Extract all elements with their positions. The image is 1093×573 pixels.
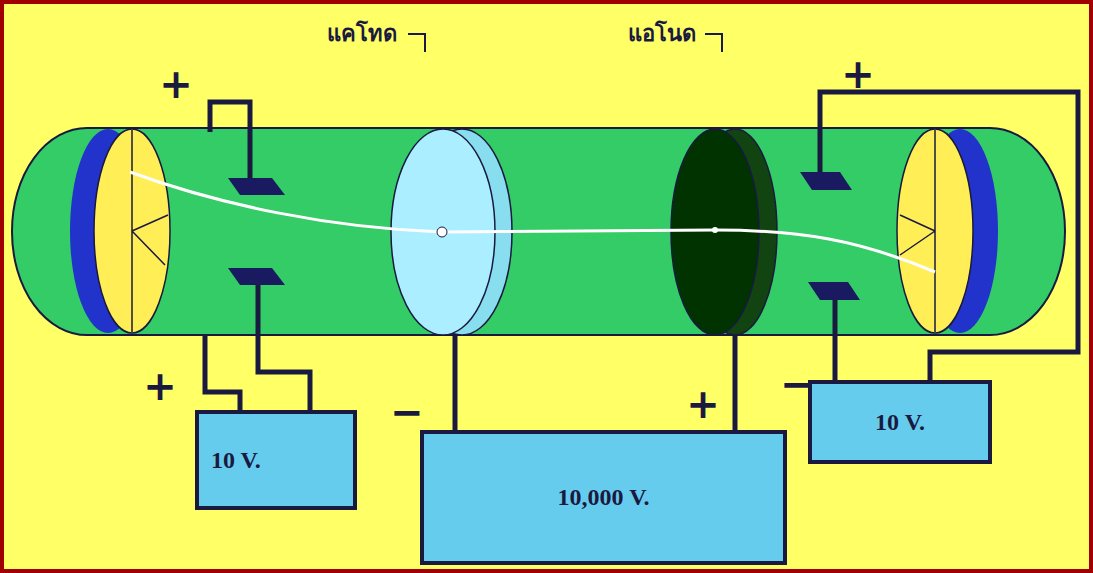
- polarity-sign: +: [841, 54, 875, 94]
- leader-line: [705, 34, 722, 52]
- voltage-label: 10,000 V.: [558, 484, 650, 511]
- cathode-hole: [437, 227, 447, 237]
- wire: [833, 300, 838, 382]
- polarity-sign: −: [390, 392, 424, 432]
- power-supply-box: 10 V.: [808, 380, 992, 464]
- glass-tube: [12, 128, 1065, 335]
- electrode-name: แคโทด: [327, 23, 397, 45]
- power-supply-box: 10,000 V.: [420, 430, 787, 565]
- wire: [258, 285, 310, 412]
- anode-hole: [712, 227, 718, 233]
- electrode-name: แอโนด: [628, 23, 696, 45]
- deflection-plate: [800, 172, 852, 190]
- left-screen: [94, 129, 170, 333]
- wire: [820, 92, 1078, 382]
- power-supply-box: 10 V.: [195, 410, 357, 510]
- wire: [453, 335, 458, 432]
- screen-lines: [132, 130, 168, 332]
- leader-line: [408, 34, 425, 52]
- polarity-sign: +: [686, 384, 720, 424]
- electron-beam: [130, 172, 935, 272]
- deflection-plate: [228, 178, 285, 195]
- polarity-sign: +: [143, 366, 177, 406]
- screen-lines: [900, 130, 935, 332]
- wire: [205, 335, 240, 412]
- voltage-label: 10 V.: [875, 409, 925, 436]
- wire: [733, 335, 738, 432]
- polarity-sign: −: [780, 364, 814, 404]
- deflection-plate: [808, 282, 860, 300]
- wire: [210, 102, 250, 178]
- voltage-label: 10 V.: [211, 447, 261, 474]
- background: [4, 4, 1089, 569]
- polarity-sign: +: [159, 64, 193, 104]
- deflection-plate: [228, 268, 285, 285]
- right-screen: [897, 129, 973, 333]
